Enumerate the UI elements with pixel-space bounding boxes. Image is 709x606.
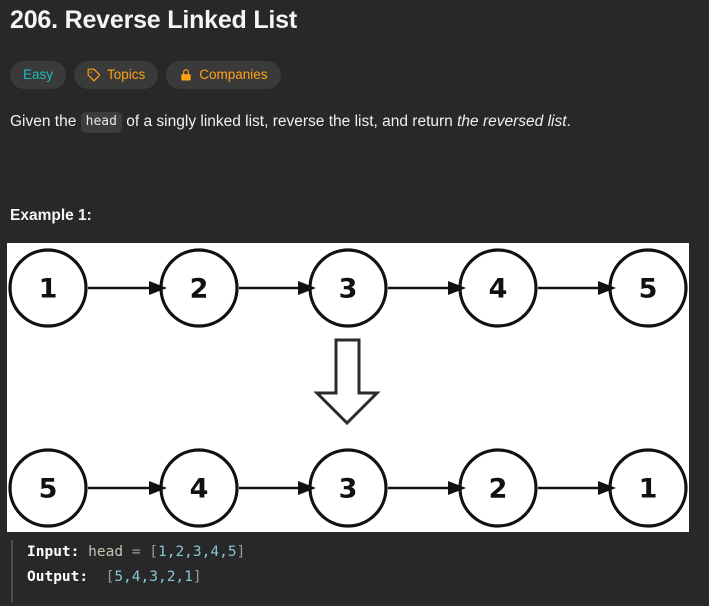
problem-statement: Given the head of a singly linked list, …	[10, 111, 699, 133]
topics-label: Topics	[107, 67, 146, 83]
input-label: Input:	[27, 544, 80, 560]
companies-button[interactable]: Companies	[166, 61, 281, 89]
linked-list-diagram: 1 2 3 4 5 5 4 3 2 1	[7, 243, 689, 532]
inline-code-head: head	[80, 112, 122, 133]
statement-part-2: of a singly linked list, reverse the lis…	[121, 113, 458, 130]
tag-icon	[87, 68, 101, 82]
node-label: 5	[639, 274, 658, 305]
input-close-bracket: ]	[236, 544, 246, 560]
node-label: 5	[39, 474, 58, 505]
output-label: Output:	[27, 569, 89, 585]
node-label: 3	[339, 274, 358, 305]
statement-part-1: Given the	[10, 113, 81, 130]
node-label: 1	[39, 274, 58, 305]
example-input-line: Input: head = [1,2,3,4,5]	[27, 540, 699, 565]
page-title: 206. Reverse Linked List	[10, 6, 298, 34]
example-heading: Example 1:	[10, 207, 92, 224]
down-block-arrow	[313, 338, 381, 426]
output-values: 5,4,3,2,1	[114, 569, 193, 585]
output-open-bracket: [	[105, 569, 115, 585]
lock-icon	[179, 68, 193, 82]
example-output-line: Output: [5,4,3,2,1]	[27, 565, 699, 590]
node-label: 3	[339, 474, 358, 505]
statement-emphasis: the reversed list	[457, 113, 567, 130]
node-label: 4	[190, 474, 209, 505]
node-label: 1	[639, 474, 658, 505]
input-variable: head	[88, 544, 124, 560]
output-close-bracket: ]	[192, 569, 202, 585]
topics-button[interactable]: Topics	[74, 61, 159, 89]
statement-part-3: .	[566, 113, 571, 130]
difficulty-label: Easy	[23, 67, 54, 83]
input-values: 1,2,3,4,5	[157, 544, 237, 560]
input-open-bracket: [	[149, 544, 158, 560]
example-code-block: Input: head = [1,2,3,4,5] Output: [5,4,3…	[11, 540, 699, 602]
node-label: 2	[489, 474, 508, 505]
input-equals: =	[131, 544, 141, 560]
node-label: 2	[190, 274, 209, 305]
node-label: 4	[489, 274, 508, 305]
badge-row: Easy Topics Companies	[10, 61, 281, 89]
difficulty-badge[interactable]: Easy	[10, 61, 67, 89]
companies-label: Companies	[199, 67, 268, 83]
